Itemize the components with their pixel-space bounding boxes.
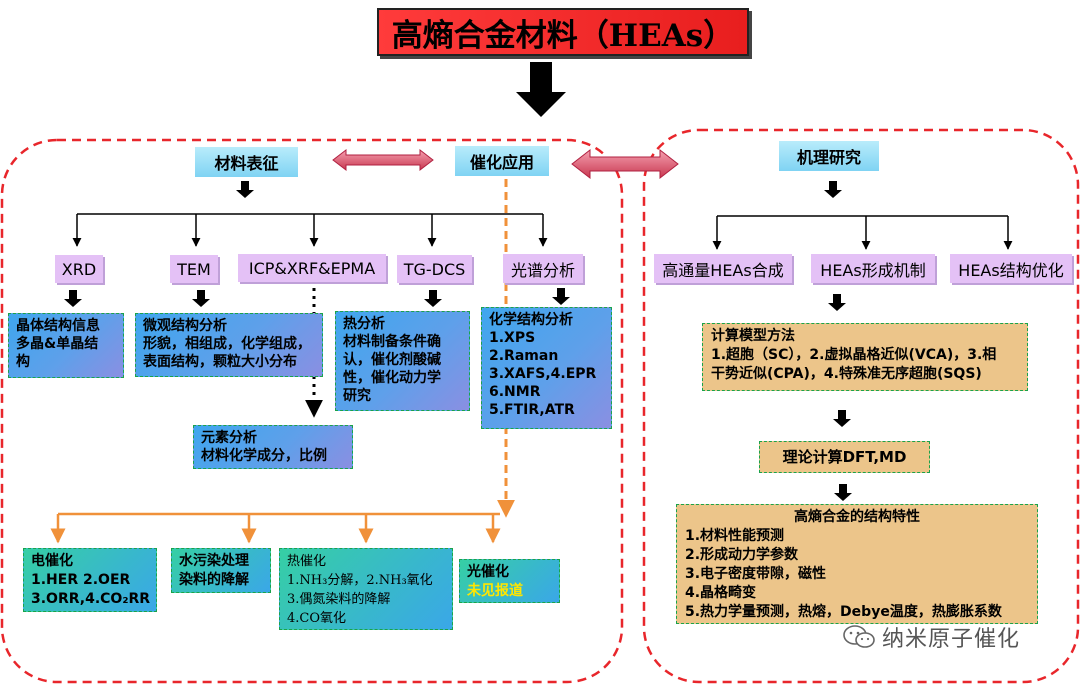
- tag-tem: TEM: [170, 255, 218, 283]
- water-line-2: 染料的降解: [179, 572, 249, 588]
- tag-spectroscopy: 光谱分析: [503, 254, 583, 283]
- electrocatalysis-box: 电催化 1.HER 2.OER 3.ORR,4.CO₂RR: [23, 548, 157, 612]
- tag-formation-mechanism: HEAs形成机制: [811, 254, 935, 283]
- spec-line-5: 6.NMR: [489, 384, 541, 400]
- tem-line-2: 形貌，相组成，化学组成，: [143, 336, 311, 352]
- app-bracket: [50, 512, 501, 544]
- xrd-line-1: 晶体结构信息: [16, 318, 100, 334]
- calc-line-3: 干势近似(CPA)，4.特殊准无序超胞(SQS): [711, 366, 982, 382]
- tem-info-box: 微观结构分析 形貌，相组成，化学组成， 表面结构，颗粒大小分布: [135, 313, 323, 377]
- xrd-info-box: 晶体结构信息 多晶&单晶结 构: [8, 313, 124, 378]
- small-arrows: [64, 181, 852, 501]
- double-arrow-right: [571, 148, 679, 180]
- thermal-line-2: 1.NH₃分解，2.NH₃氧化: [287, 573, 433, 588]
- tem-line-1: 微观结构分析: [143, 318, 227, 334]
- xrd-line-2: 多晶&单晶结: [16, 336, 99, 352]
- header-catalysis-application: 催化应用: [455, 146, 549, 176]
- left-tree: [72, 213, 548, 247]
- element-line-2: 材料化学成分，比例: [201, 448, 327, 464]
- thermocatalysis-box: 热催化 1.NH₃分解，2.NH₃氧化 3.偶氮染料的降解 4.CO氧化: [279, 548, 453, 630]
- page-title: 高熵合金材料（HEAs）: [377, 8, 749, 56]
- electro-line-3: 3.ORR,4.CO₂RR: [31, 591, 151, 607]
- tag-icp-xrf-epma: ICP&XRF&EPMA: [238, 254, 386, 282]
- tg-line-3: 认，催化剂酸碱: [343, 352, 441, 368]
- tag-xrd: XRD: [55, 255, 103, 283]
- props-line-1: 1.材料性能预测: [685, 528, 785, 544]
- props-title: 高熵合金的结构特性: [794, 509, 920, 525]
- header-mechanism-research: 机理研究: [779, 141, 879, 171]
- water-line-1: 水污染处理: [179, 553, 249, 569]
- props-line-3: 3.电子密度带隙，磁性: [685, 566, 827, 582]
- right-tree: [712, 215, 1013, 250]
- tg-line-4: 性，催化动力学: [343, 370, 441, 386]
- spectroscopy-info-box: 化学结构分析 1.XPS 2.Raman 3.XAFS,4.EPR 6.NMR …: [481, 307, 612, 429]
- left-region: [0, 138, 624, 684]
- electro-line-2: 1.HER 2.OER: [31, 572, 131, 588]
- calc-model-box: 计算模型方法 1.超胞（SC），2.虚拟晶格近似(VCA)，3.相 干势近似(C…: [702, 323, 1028, 391]
- props-line-4: 4.晶格畸变: [685, 585, 757, 601]
- water-treatment-box: 水污染处理 染料的降解: [171, 548, 271, 593]
- calc-line-2: 1.超胞（SC），2.虚拟晶格近似(VCA)，3.相: [711, 347, 997, 363]
- spec-line-2: 1.XPS: [489, 330, 536, 346]
- xrd-line-3: 构: [16, 354, 30, 370]
- header-characterization: 材料表征: [195, 147, 298, 177]
- watermark-text: 纳米原子催化: [882, 627, 1021, 652]
- thermal-line-4: 4.CO氧化: [287, 611, 347, 626]
- element-line-1: 元素分析: [201, 430, 257, 446]
- spec-line-4: 3.XAFS,4.EPR: [489, 366, 597, 382]
- tg-info-box: 热分析 材料制备条件确 认，催化剂酸碱 性，催化动力学 研究: [335, 311, 470, 411]
- tg-line-5: 研究: [343, 388, 371, 404]
- photocatalysis-box: 光催化 未见报道: [459, 559, 560, 603]
- spec-line-1: 化学结构分析: [489, 312, 573, 328]
- spec-line-3: 2.Raman: [489, 348, 559, 364]
- tag-high-throughput-synthesis: 高通量HEAs合成: [654, 254, 792, 283]
- title-down-arrow: [516, 62, 566, 117]
- tag-tg-dcs: TG-DCS: [397, 255, 472, 283]
- calc-line-1: 计算模型方法: [711, 328, 795, 344]
- tem-line-3: 表面结构，颗粒大小分布: [143, 354, 297, 370]
- tg-line-2: 材料制备条件确: [343, 334, 441, 350]
- props-line-2: 2.形成动力学参数: [685, 547, 799, 563]
- photo-title: 光催化: [467, 564, 509, 580]
- wechat-icon: [842, 624, 876, 650]
- electro-line-1: 电催化: [31, 553, 73, 569]
- dft-box: 理论计算DFT,MD: [759, 441, 930, 473]
- structural-properties-box: 高熵合金的结构特性 1.材料性能预测 2.形成动力学参数 3.电子密度带隙，磁性…: [676, 504, 1038, 624]
- right-region: [642, 128, 1080, 684]
- element-analysis-box: 元素分析 材料化学成分，比例: [193, 425, 353, 469]
- thermal-line-1: 热催化: [287, 554, 327, 569]
- props-line-5: 5.热力学量预测，热熔，Debye温度，热膨胀系数: [685, 604, 1002, 620]
- watermark: 纳米原子催化: [842, 620, 1062, 654]
- tg-line-1: 热分析: [343, 316, 385, 332]
- double-arrow-left: [332, 148, 434, 172]
- tag-structure-optimization: HEAs结构优化: [950, 254, 1072, 283]
- thermal-line-3: 3.偶氮染料的降解: [287, 592, 391, 607]
- spec-line-6: 5.FTIR,ATR: [489, 402, 575, 418]
- photo-note: 未见报道: [467, 583, 523, 599]
